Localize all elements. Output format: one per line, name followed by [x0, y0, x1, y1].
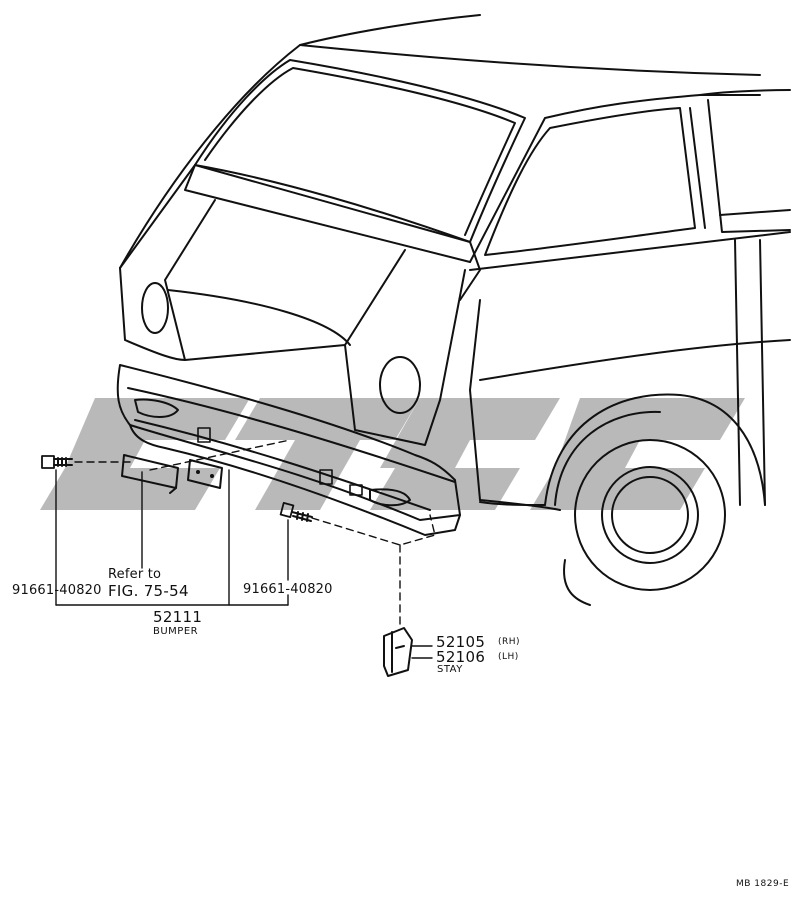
bolt-right-91661-40820	[279, 502, 313, 522]
label-stay-lh-side: (LH)	[498, 652, 519, 662]
bolt-left-91661-40820	[41, 455, 73, 469]
assembly-lines	[74, 439, 436, 629]
center-bracket	[187, 459, 223, 489]
label-refer-line2: FIG. 75-54	[108, 582, 189, 600]
label-bolt-left: 91661-40820	[12, 583, 102, 598]
label-refer-line1: Refer to	[108, 567, 162, 582]
label-stay-rh-side: (RH)	[498, 637, 521, 647]
label-stay-lh-number: 52106	[436, 648, 486, 666]
label-bumper-number: 52111	[153, 608, 203, 626]
leader-lines	[55, 469, 433, 659]
label-bumper-name: BUMPER	[153, 626, 199, 637]
label-stay-name: STAY	[437, 664, 463, 675]
label-stay-rh-number: 52105	[436, 633, 486, 651]
footer-code: MB 1829-E	[736, 879, 790, 889]
van-body	[119, 14, 791, 606]
bumper-52111	[116, 364, 461, 536]
label-bolt-right: 91661-40820	[243, 582, 333, 597]
license-bracket	[121, 454, 179, 494]
stay-52105-52106	[383, 627, 413, 677]
